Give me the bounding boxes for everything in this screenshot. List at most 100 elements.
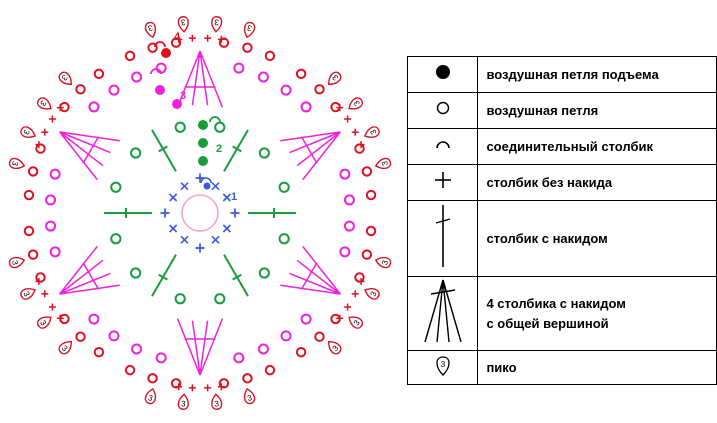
picot-outline [144, 387, 157, 405]
picot-number: 3 [352, 98, 362, 107]
symbol-legend: воздушная петля подъема воздушная петля … [406, 56, 717, 385]
picot-number: 3 [181, 399, 187, 408]
picot-stitch: 3 [37, 316, 52, 329]
chain-stitch [124, 50, 136, 62]
double-crochet-bar [232, 145, 242, 153]
chain-stitch [242, 42, 253, 53]
chain-stitch [23, 225, 35, 237]
legend-row: воздушная петля подъема [406, 56, 717, 93]
cluster-leg [199, 320, 209, 376]
chain-stitch [23, 189, 35, 201]
cluster-leg [176, 50, 201, 108]
picot-number: 3 [10, 259, 20, 266]
chain-stitch [354, 272, 365, 283]
chain-stitch [365, 189, 377, 201]
chain-stitch [49, 168, 61, 180]
picot-stitch: 3 [177, 16, 189, 33]
double-crochet-stitch [223, 129, 249, 172]
cluster-leg [59, 131, 104, 167]
chain-stitch [361, 249, 373, 260]
picot-number: 3 [10, 160, 20, 167]
cluster-leg [302, 131, 341, 181]
chain-stitch [49, 246, 61, 258]
picot-stitch: 3 [348, 97, 363, 110]
picot-stitch: 3 [211, 16, 223, 33]
chain-stitch [110, 181, 122, 193]
picot-outline [58, 340, 73, 355]
legend-label: воздушная петля [486, 102, 599, 118]
picot-number: 3 [330, 72, 340, 82]
cross-stitch-b [180, 235, 189, 244]
cluster-leg [302, 245, 341, 295]
chain-stitch [258, 267, 270, 279]
chain-up-dot [172, 99, 182, 109]
cluster-leg [191, 320, 201, 376]
chain-stitch [361, 166, 373, 177]
chain-stitch [45, 194, 57, 206]
legend-row: соединительный столбик [406, 128, 717, 165]
legend-row: воздушная петля [406, 92, 717, 129]
cluster-bar [300, 262, 318, 290]
chain-up-dot [198, 138, 208, 148]
arc-icon [435, 141, 450, 149]
chain-stitch [295, 68, 307, 80]
picot-number: 3 [369, 290, 379, 298]
chain-stitch [280, 84, 292, 96]
picot-outline [211, 16, 223, 33]
picot-number: 3 [21, 128, 31, 136]
chain-stitch [343, 220, 355, 232]
legend-label-line2: с общей вершиной [486, 315, 609, 331]
chain-stitch [258, 147, 270, 159]
picot-outline [8, 157, 26, 170]
legend-label: столбик без накида [486, 174, 613, 190]
cluster-leg [59, 284, 120, 295]
chain-stitch [93, 346, 105, 358]
picot-number: 3 [368, 128, 378, 136]
chain-stitch [88, 313, 100, 325]
chain-stitch [174, 121, 186, 133]
chain-stitch [339, 168, 351, 180]
chain-stitch [131, 343, 143, 355]
chain-stitch [174, 293, 186, 305]
cluster-bar [82, 262, 100, 290]
chain-stitch [131, 71, 143, 83]
chain-stitch [242, 373, 253, 384]
double-crochet-bar [158, 145, 168, 153]
center-ring [181, 194, 219, 232]
picot-number: 3 [214, 18, 220, 27]
chain-stitch [354, 143, 365, 154]
picot-outline [348, 97, 363, 110]
picot-outline [374, 157, 392, 170]
chain-up-dot [198, 156, 208, 166]
picot-outline [327, 71, 342, 86]
cluster-leg [59, 272, 111, 295]
cluster-leg [199, 50, 224, 108]
filled-dot-icon [435, 65, 450, 79]
chain-stitch [264, 364, 276, 376]
cross-stitch-b [222, 224, 231, 233]
picot-number: 3 [246, 393, 253, 403]
picot-number: 3 [60, 344, 70, 354]
picot-number: 3 [21, 290, 31, 298]
picot-stitch: 3 [8, 157, 26, 170]
cluster-leg [280, 284, 341, 295]
chain-stitch [218, 37, 230, 48]
cluster-leg [176, 318, 201, 376]
legend-label: соединительный столбик [486, 138, 654, 154]
picot-number: 3 [147, 393, 154, 403]
cluster-leg [289, 131, 341, 154]
picot-outline [211, 393, 223, 410]
picot-stitch: 3 [364, 288, 380, 300]
cluster-leg [59, 245, 98, 295]
picot-stitch: 3 [144, 21, 157, 39]
picot-stitch: 3 [374, 256, 392, 269]
chain-stitch [314, 331, 325, 342]
cluster-leg [280, 131, 341, 142]
picot-stitch: 3 [20, 288, 36, 300]
round-2-ring [104, 121, 296, 305]
picot-stitch: 3 [58, 340, 73, 355]
picot-outline [177, 393, 189, 410]
chain-stitch [130, 147, 142, 159]
picot-number: 3 [59, 73, 69, 83]
